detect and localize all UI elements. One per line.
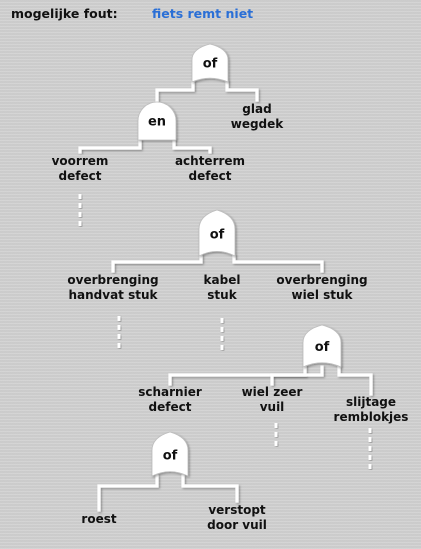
event-hinge: scharnier defect	[138, 385, 202, 415]
gate-hinge-shape	[151, 431, 189, 477]
brake-pads-continuation-dot	[368, 428, 372, 433]
cable-continuation-dot	[220, 318, 224, 323]
gate-root-shape	[191, 43, 229, 83]
event-cable-line1: kabel	[203, 273, 241, 287]
event-handle-transmission-line1: overbrenging	[67, 273, 159, 287]
logic-gates: of en of of of	[137, 43, 342, 477]
fault-label: mogelijke fout:	[11, 6, 118, 21]
wheel-mid-branch-line	[270, 365, 324, 386]
gate-rear-shape	[198, 209, 236, 257]
gate-wheel-label: of	[315, 340, 330, 355]
wheel-dirty-continuation-dot	[274, 441, 278, 446]
event-hinge-line2: defect	[148, 400, 192, 414]
event-handle-transmission: overbrenging handvat stuk	[67, 273, 158, 303]
event-wheel-transmission-line2: wiel stuk	[291, 288, 353, 302]
brake-left-branch-line	[78, 138, 142, 154]
brake-pads-continuation-dot	[368, 464, 372, 469]
event-clogged-line2: door vuil	[207, 518, 267, 532]
rear-right-branch-line	[232, 254, 324, 273]
handle-transmission-continuation-dot	[117, 334, 121, 339]
event-rust-line1: roest	[81, 512, 117, 526]
cable-continuation-dot	[220, 336, 224, 341]
event-wheel-dirty-line1: wiel zeer	[241, 385, 303, 399]
gate-hinge-label: of	[163, 448, 178, 463]
rear-left-branch-line	[111, 254, 203, 273]
brake-pads-continuation-dot	[368, 455, 372, 460]
event-cable: kabel stuk	[204, 273, 241, 303]
brake-pads-continuation-dot	[368, 437, 372, 442]
gate-rear-label: of	[210, 228, 225, 243]
event-wheel-dirty: wiel zeer vuil	[242, 385, 303, 415]
event-clogged-line1: verstopt	[208, 503, 266, 517]
event-slippery-road: glad wegdek	[231, 102, 284, 132]
brake-pads-continuation-dot	[368, 446, 372, 451]
front-brake-continuation-dot	[78, 194, 82, 199]
gate-brake-label: en	[148, 115, 166, 130]
event-front-brake: voorrem defect	[52, 154, 109, 184]
front-brake-continuation-dot	[78, 203, 82, 208]
cable-continuation-dot	[220, 345, 224, 350]
root-right-branch-line	[225, 80, 259, 102]
event-wheel-transmission-line1: overbrenging	[276, 273, 368, 287]
event-brake-pads: slijtage remblokjes	[334, 395, 409, 425]
front-brake-continuation-dot	[78, 212, 82, 217]
event-front-brake-line1: voorrem	[51, 154, 109, 168]
cable-continuation-dot	[220, 327, 224, 332]
handle-transmission-continuation-dot	[117, 316, 121, 321]
event-brake-pads-line2: remblokjes	[333, 410, 409, 424]
fault-value: fiets remt niet	[152, 6, 254, 21]
event-cable-line2: stuk	[207, 288, 237, 302]
event-rear-brake-line1: achterrem	[174, 154, 246, 168]
event-rear-brake-line2: defect	[188, 169, 232, 183]
front-brake-continuation-dot	[78, 221, 82, 226]
gate-wheel-shape	[302, 324, 342, 368]
wheel-left-branch-line	[168, 365, 307, 386]
wheel-right-branch-line	[337, 365, 373, 396]
event-rear-brake: achterrem defect	[175, 154, 245, 184]
gate-root-label: of	[203, 57, 218, 72]
hinge-left-branch-line	[97, 474, 159, 512]
gate-brake-shape	[137, 101, 177, 141]
event-clogged: verstopt door vuil	[207, 503, 267, 533]
handle-transmission-continuation-dot	[117, 325, 121, 330]
hinge-right-branch-line	[181, 474, 239, 503]
event-hinge-line1: scharnier	[138, 385, 202, 399]
event-slippery-road-line1: glad	[242, 102, 272, 116]
event-wheel-transmission: overbrenging wiel stuk	[276, 273, 367, 303]
event-handle-transmission-line2: handvat stuk	[68, 288, 158, 302]
wheel-dirty-continuation-dot	[274, 432, 278, 437]
handle-transmission-continuation-dot	[117, 343, 121, 348]
event-front-brake-line2: defect	[58, 169, 102, 183]
wheel-dirty-continuation-dot	[274, 423, 278, 428]
event-slippery-road-line2: wegdek	[230, 117, 284, 131]
brake-right-branch-line	[172, 138, 212, 154]
connector-lines	[78, 36, 373, 512]
root-left-branch-line	[155, 80, 195, 104]
event-rust: roest	[81, 512, 116, 527]
event-wheel-dirty-line2: vuil	[259, 400, 285, 414]
event-brake-pads-line1: slijtage	[345, 395, 397, 409]
